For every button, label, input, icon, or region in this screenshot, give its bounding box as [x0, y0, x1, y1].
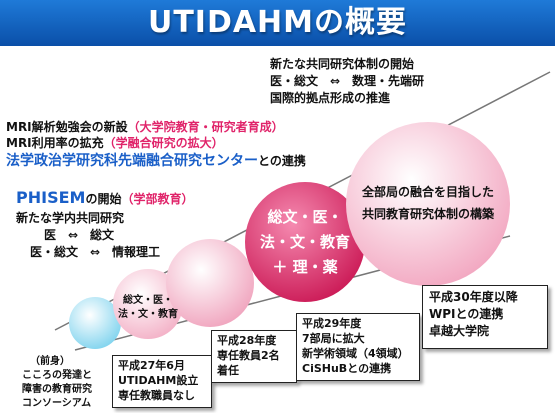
- circle-stage-4-line2: 法・文・教育: [259, 233, 350, 251]
- phisem-line3: 医 ⇔ 総文: [44, 228, 115, 242]
- title-bar: [0, 0, 555, 46]
- milestone-h30-line2: WPIとの連携: [429, 307, 504, 321]
- circle-stage-2-line1: 総文・医・: [123, 295, 173, 306]
- phisem-suffix: の開始: [85, 192, 122, 206]
- predecessor-line3: 障害の教育研究: [22, 384, 92, 395]
- phisem-heading: PHISEMの開始（学部教育）: [16, 188, 193, 207]
- milestone-h27-line2: UTIDAHM設立: [118, 374, 199, 387]
- phisem-name: PHISEM: [16, 188, 86, 207]
- phisem-paren: （学部教育）: [121, 192, 194, 206]
- predecessor-line4: コンソーシアム: [22, 398, 92, 409]
- circle-stage-5-text: 全部局の融合を目指した 共同教育研究体制の構築: [346, 181, 510, 225]
- predecessor-line1: （前身）: [30, 356, 70, 367]
- mri-line1-main: MRI解析勉強会の新設: [6, 120, 128, 134]
- mri-line3-center: 法学政治学研究科先端融合研究センター: [6, 153, 258, 169]
- circle-stage-5-line2: 共同教育研究体制の構築: [361, 207, 494, 221]
- circle-stage-4-line3: ＋ 理・薬: [272, 258, 338, 276]
- milestone-h29-line2: 7部局に拡大: [302, 332, 365, 345]
- mri-line1: MRI解析勉強会の新設（大学院教育・研究者育成）: [6, 118, 284, 135]
- milestone-h30-line1: 平成30年度以降: [429, 290, 518, 304]
- circle-stage-4: [245, 182, 365, 302]
- milestone-h28: 平成28年度 専任教員2名 着任: [211, 330, 297, 383]
- milestone-h29: 平成29年度 7部局に拡大 新学術領域（4領域） CiSHuBとの連携: [296, 313, 420, 381]
- phisem-line4: 医・総文 ⇔ 情報理工: [30, 245, 161, 259]
- mri-line2-paren: （学融合研究の拡大）: [103, 136, 224, 150]
- circle-predecessor: [69, 297, 121, 349]
- milestone-h28-line3: 着任: [217, 364, 239, 377]
- page-title: UTIDAHMの概要: [147, 5, 408, 40]
- mri-line2-main: MRI利用率の拡充: [6, 136, 104, 150]
- milestone-h27: 平成27年6月 UTIDAHM設立 専任教職員なし: [112, 355, 212, 408]
- mri-line3-tail: との連携: [258, 154, 306, 168]
- milestone-h29-line1: 平成29年度: [302, 317, 362, 330]
- top-right-line2: 医・総文 ⇔ 数理・先端研: [270, 74, 425, 88]
- predecessor-line2: こころの発達と: [22, 370, 92, 381]
- circle-stage-5: [346, 122, 510, 286]
- top-right-line3: 国際的拠点形成の推進: [270, 91, 391, 105]
- phisem-line2: 新たな学内共同研究: [16, 211, 125, 225]
- milestone-h27-line1: 平成27年6月: [118, 359, 185, 372]
- circle-stage-2-text: 総文・医・ 法・文・教育: [113, 294, 183, 322]
- circle-stage-5-line1: 全部局の融合を目指した: [361, 185, 494, 199]
- milestone-h29-line3: 新学術領域（4領域）: [302, 347, 409, 360]
- milestone-h28-line1: 平成28年度: [217, 334, 277, 347]
- milestone-h28-line2: 専任教員2名: [217, 349, 280, 362]
- mri-line2: MRI利用率の拡充（学融合研究の拡大）: [6, 134, 224, 151]
- circle-stage-3: [166, 239, 254, 327]
- top-right-line1: 新たな共同研究体制の開始: [270, 57, 415, 71]
- circle-stage-4-line1: 総文・医・: [267, 208, 343, 226]
- milestone-h29-line4: CiSHuBとの連携: [302, 362, 392, 375]
- circle-stage-2: [113, 269, 183, 339]
- circle-stage-4-text: 総文・医・ 法・文・教育 ＋ 理・薬: [245, 205, 365, 280]
- milestone-h27-line3: 専任教職員なし: [118, 389, 195, 402]
- mri-line1-paren: （大学院教育・研究者育成）: [127, 120, 284, 134]
- milestone-h30: 平成30年度以降 WPIとの連携 卓越大学院: [422, 285, 548, 349]
- milestone-h30-line3: 卓越大学院: [429, 324, 490, 338]
- circle-stage-2-line2: 法・文・教育: [118, 309, 178, 320]
- mri-line3: 法学政治学研究科先端融合研究センターとの連携: [6, 150, 306, 170]
